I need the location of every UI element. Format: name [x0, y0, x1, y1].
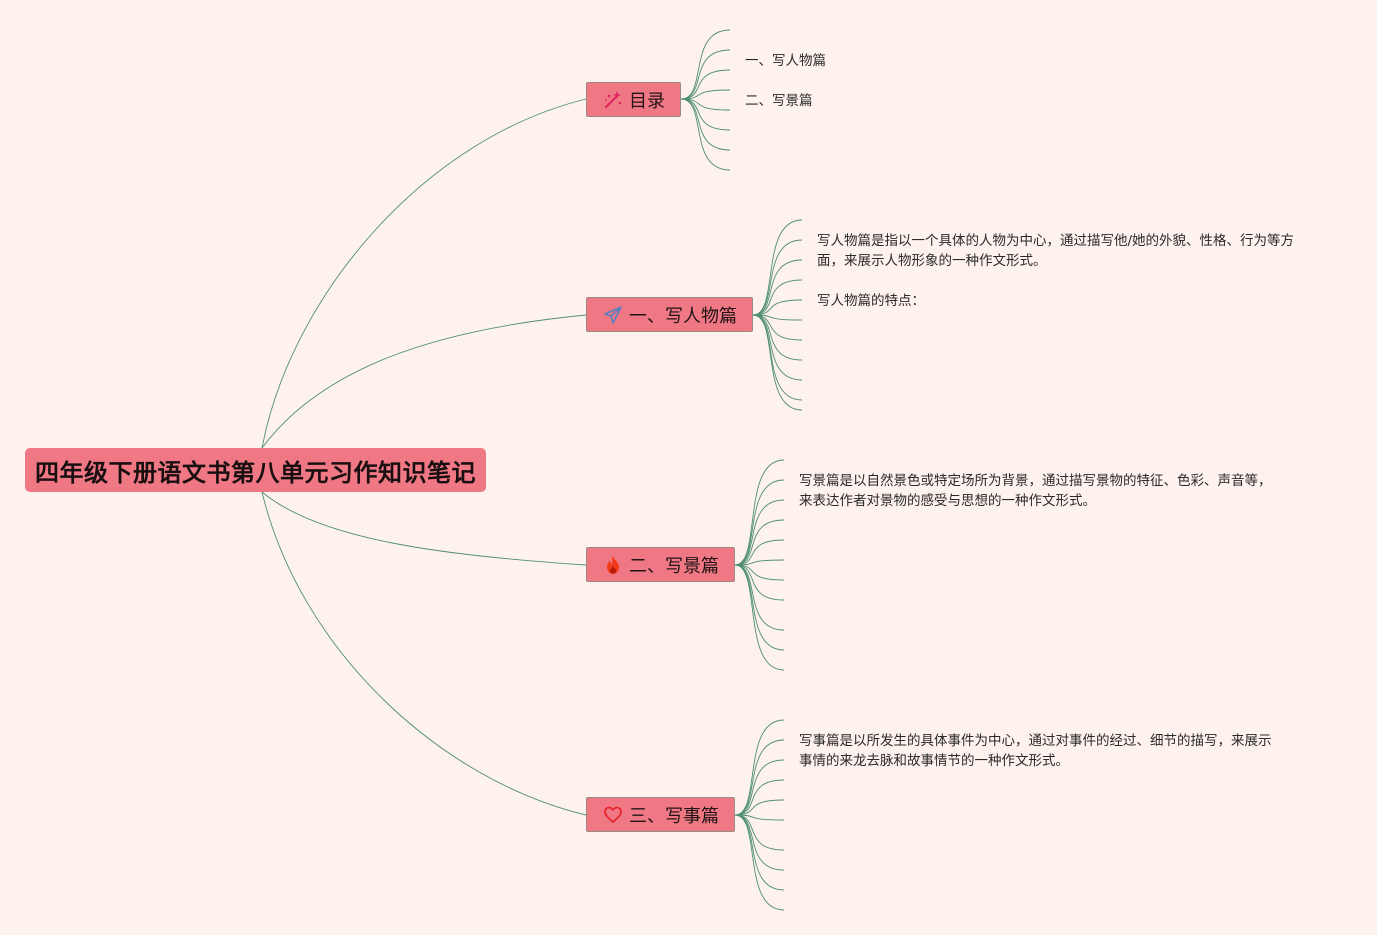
connector-scenery-leaf-3: [734, 519, 785, 566]
connector-character-leaf-8: [752, 314, 803, 381]
connector-event-leaf-1: [734, 739, 785, 816]
connector-contents-leaf-5: [680, 98, 731, 131]
connector-contents-leaf-0: [680, 29, 731, 100]
event-definition-line-2[interactable]: 事情的来龙去脉和故事情节的一种作文形式。: [799, 753, 1069, 769]
connector-root-to-scenery: [261, 491, 587, 566]
branch-scenery-writing-label: 二、写景篇: [629, 555, 719, 577]
branch-scenery-writing[interactable]: 二、写景篇: [586, 547, 735, 582]
event-definition-line-1[interactable]: 写事篇是以所发生的具体事件为中心，通过对事件的经过、细节的描写，来展示: [799, 733, 1272, 749]
connector-scenery-leaf-8: [734, 564, 785, 631]
character-features-heading[interactable]: 写人物篇的特点：: [817, 293, 925, 309]
connector-event-leaf-9: [734, 814, 785, 911]
connector-contents-leaf-7: [680, 98, 731, 171]
connector-contents-leaf-2: [680, 69, 731, 100]
connector-contents-leaf-1: [680, 49, 731, 100]
connector-character-leaf-0: [752, 219, 803, 316]
connector-character-leaf-5: [752, 314, 803, 321]
character-definition-line-1[interactable]: 写人物篇是指以一个具体的人物为中心，通过描写他/她的外貌、性格、行为等方: [817, 233, 1295, 249]
branch-character-writing-label: 一、写人物篇: [629, 305, 737, 327]
branch-contents-label: 目录: [629, 90, 665, 112]
connector-scenery-leaf-9: [734, 564, 785, 651]
branch-event-writing[interactable]: 三、写事篇: [586, 797, 735, 832]
connector-scenery-leaf-6: [734, 564, 785, 581]
connector-scenery-leaf-5: [734, 559, 785, 566]
heart-icon: [603, 805, 623, 825]
connector-event-leaf-0: [734, 719, 785, 816]
branch-character-writing[interactable]: 一、写人物篇: [586, 297, 753, 332]
connector-contents-leaf-6: [680, 98, 731, 151]
connector-scenery-leaf-7: [734, 564, 785, 601]
scenery-definition-line-2[interactable]: 来表达作者对景物的感受与思想的一种作文形式。: [799, 493, 1096, 509]
connector-root-to-event: [261, 491, 587, 816]
connector-character-leaf-4: [752, 299, 803, 316]
connector-root-to-contents: [261, 98, 587, 449]
connector-scenery-leaf-1: [734, 479, 785, 566]
connector-character-leaf-7: [752, 314, 803, 361]
root-topic-label: 四年级下册语文书第八单元习作知识笔记: [35, 458, 476, 487]
connector-scenery-leaf-10: [734, 564, 785, 671]
connector-character-leaf-3: [752, 279, 803, 316]
connector-scenery-leaf-2: [734, 499, 785, 566]
connector-event-leaf-3: [734, 779, 785, 816]
connector-scenery-leaf-4: [734, 539, 785, 566]
connector-character-leaf-2: [752, 259, 803, 316]
connector-character-leaf-10: [752, 314, 803, 411]
connector-scenery-leaf-0: [734, 459, 785, 566]
connector-character-leaf-1: [752, 239, 803, 316]
connector-character-leaf-6: [752, 314, 803, 341]
paper-plane-icon: [603, 305, 623, 325]
connector-contents-leaf-4: [680, 98, 731, 111]
connector-root-to-character: [261, 314, 587, 449]
flame-icon: [603, 555, 623, 575]
connector-event-leaf-4: [734, 799, 785, 816]
connector-event-leaf-5: [734, 814, 785, 821]
connector-character-leaf-9: [752, 314, 803, 401]
toc-item[interactable]: 二、写景篇: [745, 93, 813, 109]
branch-event-writing-label: 三、写事篇: [629, 805, 719, 827]
connector-event-leaf-2: [734, 759, 785, 816]
connector-contents-leaf-3: [680, 89, 731, 100]
root-topic[interactable]: 四年级下册语文书第八单元习作知识笔记: [25, 448, 486, 492]
magic-wand-icon: [603, 90, 623, 110]
character-definition-line-2[interactable]: 面，来展示人物形象的一种作文形式。: [817, 253, 1047, 269]
scenery-definition-line-1[interactable]: 写景篇是以自然景色或特定场所为背景，通过描写景物的特征、色彩、声音等，: [799, 473, 1272, 489]
toc-item[interactable]: 一、写人物篇: [745, 53, 826, 69]
branch-contents[interactable]: 目录: [586, 82, 681, 117]
connector-event-leaf-8: [734, 814, 785, 891]
